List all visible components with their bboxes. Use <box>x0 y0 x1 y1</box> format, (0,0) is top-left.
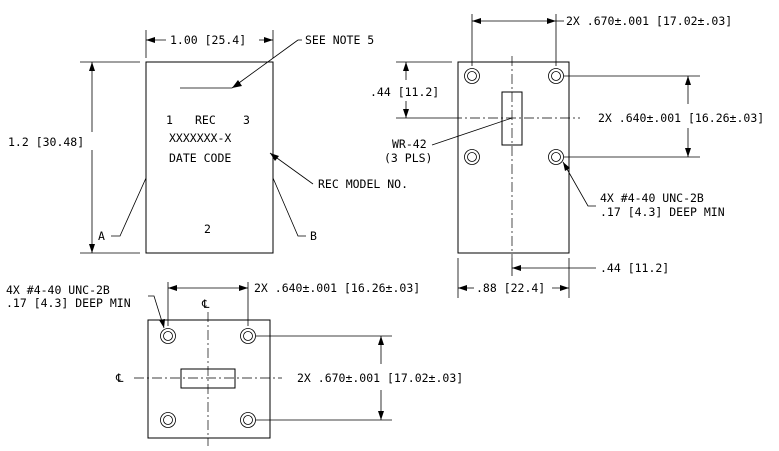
callout-b: B <box>310 229 317 243</box>
waveguide-label: WR-42 <box>392 137 427 151</box>
side-bottom-offset-dim: .44 [11.2] <box>600 261 669 275</box>
side-width-arrow-left <box>458 285 467 291</box>
side-left-dim: .44 [11.2] <box>370 85 439 99</box>
side-hole-bottom-right <box>548 149 564 165</box>
top-view: 1.00 [25.4] SEE NOTE 5 1.2 [30.48] 1 REC… <box>8 30 408 254</box>
width-arrow-right <box>264 37 273 43</box>
side-top-arrow-left <box>472 18 481 24</box>
bottom-top-dim: 2X .640±.001 [16.26±.03] <box>254 281 420 295</box>
bottom-view-body <box>147 319 271 439</box>
bottom-right-arrow-bottom <box>378 411 384 420</box>
side-offset-arrow <box>512 265 521 271</box>
width-arrow-left <box>146 37 155 43</box>
top-height-dim: 1.2 [30.48] <box>8 135 84 149</box>
side-view-body <box>457 61 570 254</box>
see-note-text: SEE NOTE 5 <box>305 33 374 47</box>
callout-a: A <box>98 229 105 243</box>
side-hole-top-left <box>464 68 480 84</box>
pin-label-2: 2 <box>204 222 211 236</box>
model-leader-arrow <box>270 153 279 161</box>
side-hole-top-right <box>548 68 564 84</box>
side-left-arrow-top <box>403 62 409 71</box>
side-tap-leader <box>562 161 596 207</box>
top-width-dim: 1.00 [25.4] <box>170 33 246 47</box>
bottom-top-arrow-right <box>239 285 248 291</box>
side-right-arrow-bottom <box>685 148 691 157</box>
bottom-centerline-top-symbol: ℄ <box>201 297 210 311</box>
side-right-dim: 2X .640±.001 [16.26±.03] <box>598 111 764 125</box>
height-arrow-bottom <box>89 244 95 253</box>
bottom-top-arrow-left <box>168 285 177 291</box>
pin-label-1: 1 <box>166 113 173 127</box>
side-right-arrow-top <box>685 76 691 85</box>
height-arrow-top <box>89 62 95 71</box>
bottom-centerline-left-symbol: ℄ <box>115 371 124 385</box>
waveguide-qty: (3 PLS) <box>384 151 432 165</box>
bottom-hole-bottom-right <box>240 412 256 428</box>
side-view: 2X .670±.001 [17.02±.03] .44 [11.2] WR-4… <box>370 14 764 298</box>
side-top-dim: 2X .670±.001 [17.02±.03] <box>566 14 732 28</box>
callout-a-leader <box>111 177 147 237</box>
pin-label-3: 3 <box>243 113 250 127</box>
bottom-right-arrow-top <box>378 336 384 345</box>
rec-model-note: REC MODEL NO. <box>318 177 408 191</box>
side-width-arrow-right <box>560 285 569 291</box>
bottom-tap-leader <box>148 295 165 329</box>
bottom-hole-top-left <box>160 328 176 344</box>
bottom-view: ℄ ℄ 4X #4-40 UNC-2B .17 [4.3] DEEP MIN 2… <box>6 281 463 446</box>
callout-b-leader <box>272 177 306 237</box>
side-tap-arrow <box>563 162 570 171</box>
side-bottom-width-dim: .88 [22.4] <box>476 281 545 295</box>
bottom-right-dim: 2X .670±.001 [17.02±.03] <box>297 371 463 385</box>
bottom-tap-arrow <box>159 319 165 328</box>
side-tap-depth: .17 [4.3] DEEP MIN <box>600 205 725 219</box>
bottom-hole-top-right <box>240 328 256 344</box>
waveguide-leader <box>431 117 513 146</box>
bottom-tap-spec: 4X #4-40 UNC-2B <box>6 283 110 297</box>
side-left-arrow-bottom <box>403 109 409 118</box>
see-note-leader <box>231 39 299 89</box>
side-top-arrow-right <box>547 18 556 24</box>
part-type-label: REC <box>195 113 216 127</box>
date-code: DATE CODE <box>169 151 231 165</box>
bottom-hole-bottom-left <box>160 412 176 428</box>
side-hole-bottom-left <box>464 149 480 165</box>
model-number: XXXXXXX-X <box>169 131 231 145</box>
side-tap-spec: 4X #4-40 UNC-2B <box>600 191 704 205</box>
bottom-tap-depth: .17 [4.3] DEEP MIN <box>6 296 131 310</box>
see-note-arrow <box>232 80 242 88</box>
